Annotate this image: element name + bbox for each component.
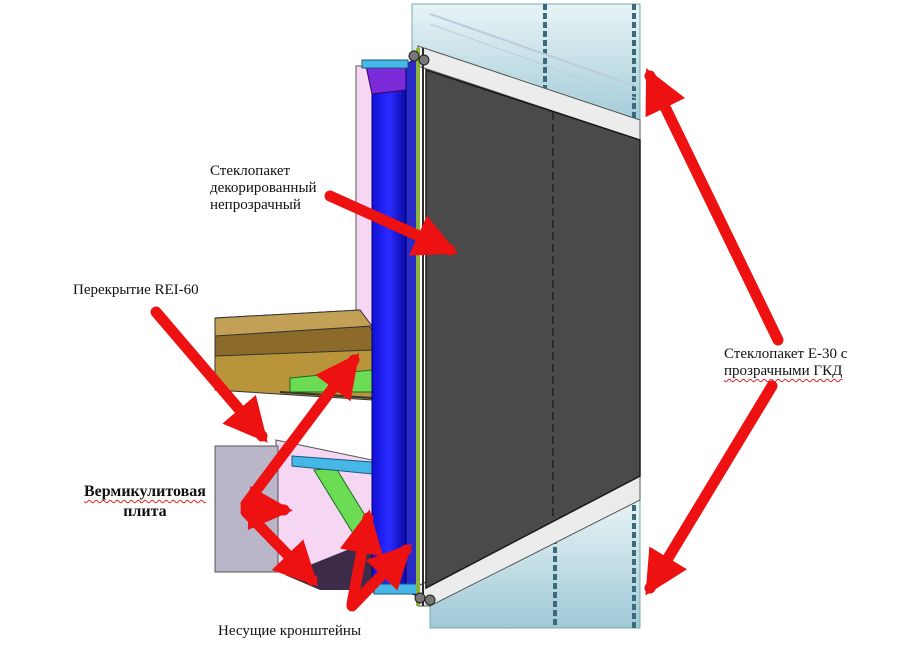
- arrow-bracket-2: [346, 543, 413, 612]
- arrow-verm-upper: [240, 352, 360, 510]
- arrow-opaque-glass: [324, 190, 459, 256]
- label-slab: Перекрытие REI-60: [73, 282, 199, 299]
- label-vermiculite-line2: плита: [123, 503, 167, 520]
- arrow-slab: [150, 306, 268, 443]
- label-opaque-glass-line2: декорированный: [210, 180, 317, 196]
- clamp-bottom: [414, 592, 436, 606]
- label-brackets-text: Несущие кронштейны: [218, 623, 362, 639]
- label-e30-glass: Стеклопакет Е-30 с прозрачными ГКД: [724, 346, 847, 380]
- clamp-top: [408, 50, 430, 66]
- label-opaque-glass: Стеклопакет декорированный непрозрачный: [210, 163, 317, 214]
- opaque-glass-panel: [425, 68, 641, 590]
- label-opaque-glass-line3: непрозрачный: [210, 197, 301, 213]
- arrow-e30-top: [644, 68, 784, 346]
- label-e30-line2: прозрачными ГКД: [724, 363, 843, 379]
- label-vermiculite-line1: Вермикулитовая: [84, 483, 206, 500]
- arrow-bracket-1: [339, 509, 384, 610]
- arrow-verm-lower: [240, 506, 319, 587]
- label-opaque-glass-line1: Стеклопакет: [210, 163, 291, 179]
- transparent-glass-upper: [411, 3, 641, 129]
- label-vermiculite: Вермикулитовая плита: [84, 482, 206, 522]
- label-slab-text: Перекрытие REI-60: [73, 282, 199, 298]
- label-e30-line1: Стеклопакет Е-30 с: [724, 346, 848, 362]
- frame-plates: [416, 45, 641, 607]
- label-brackets: Несущие кронштейны: [218, 623, 361, 640]
- arrow-verm-mid: [240, 486, 293, 531]
- arrow-e30-bottom: [644, 380, 778, 596]
